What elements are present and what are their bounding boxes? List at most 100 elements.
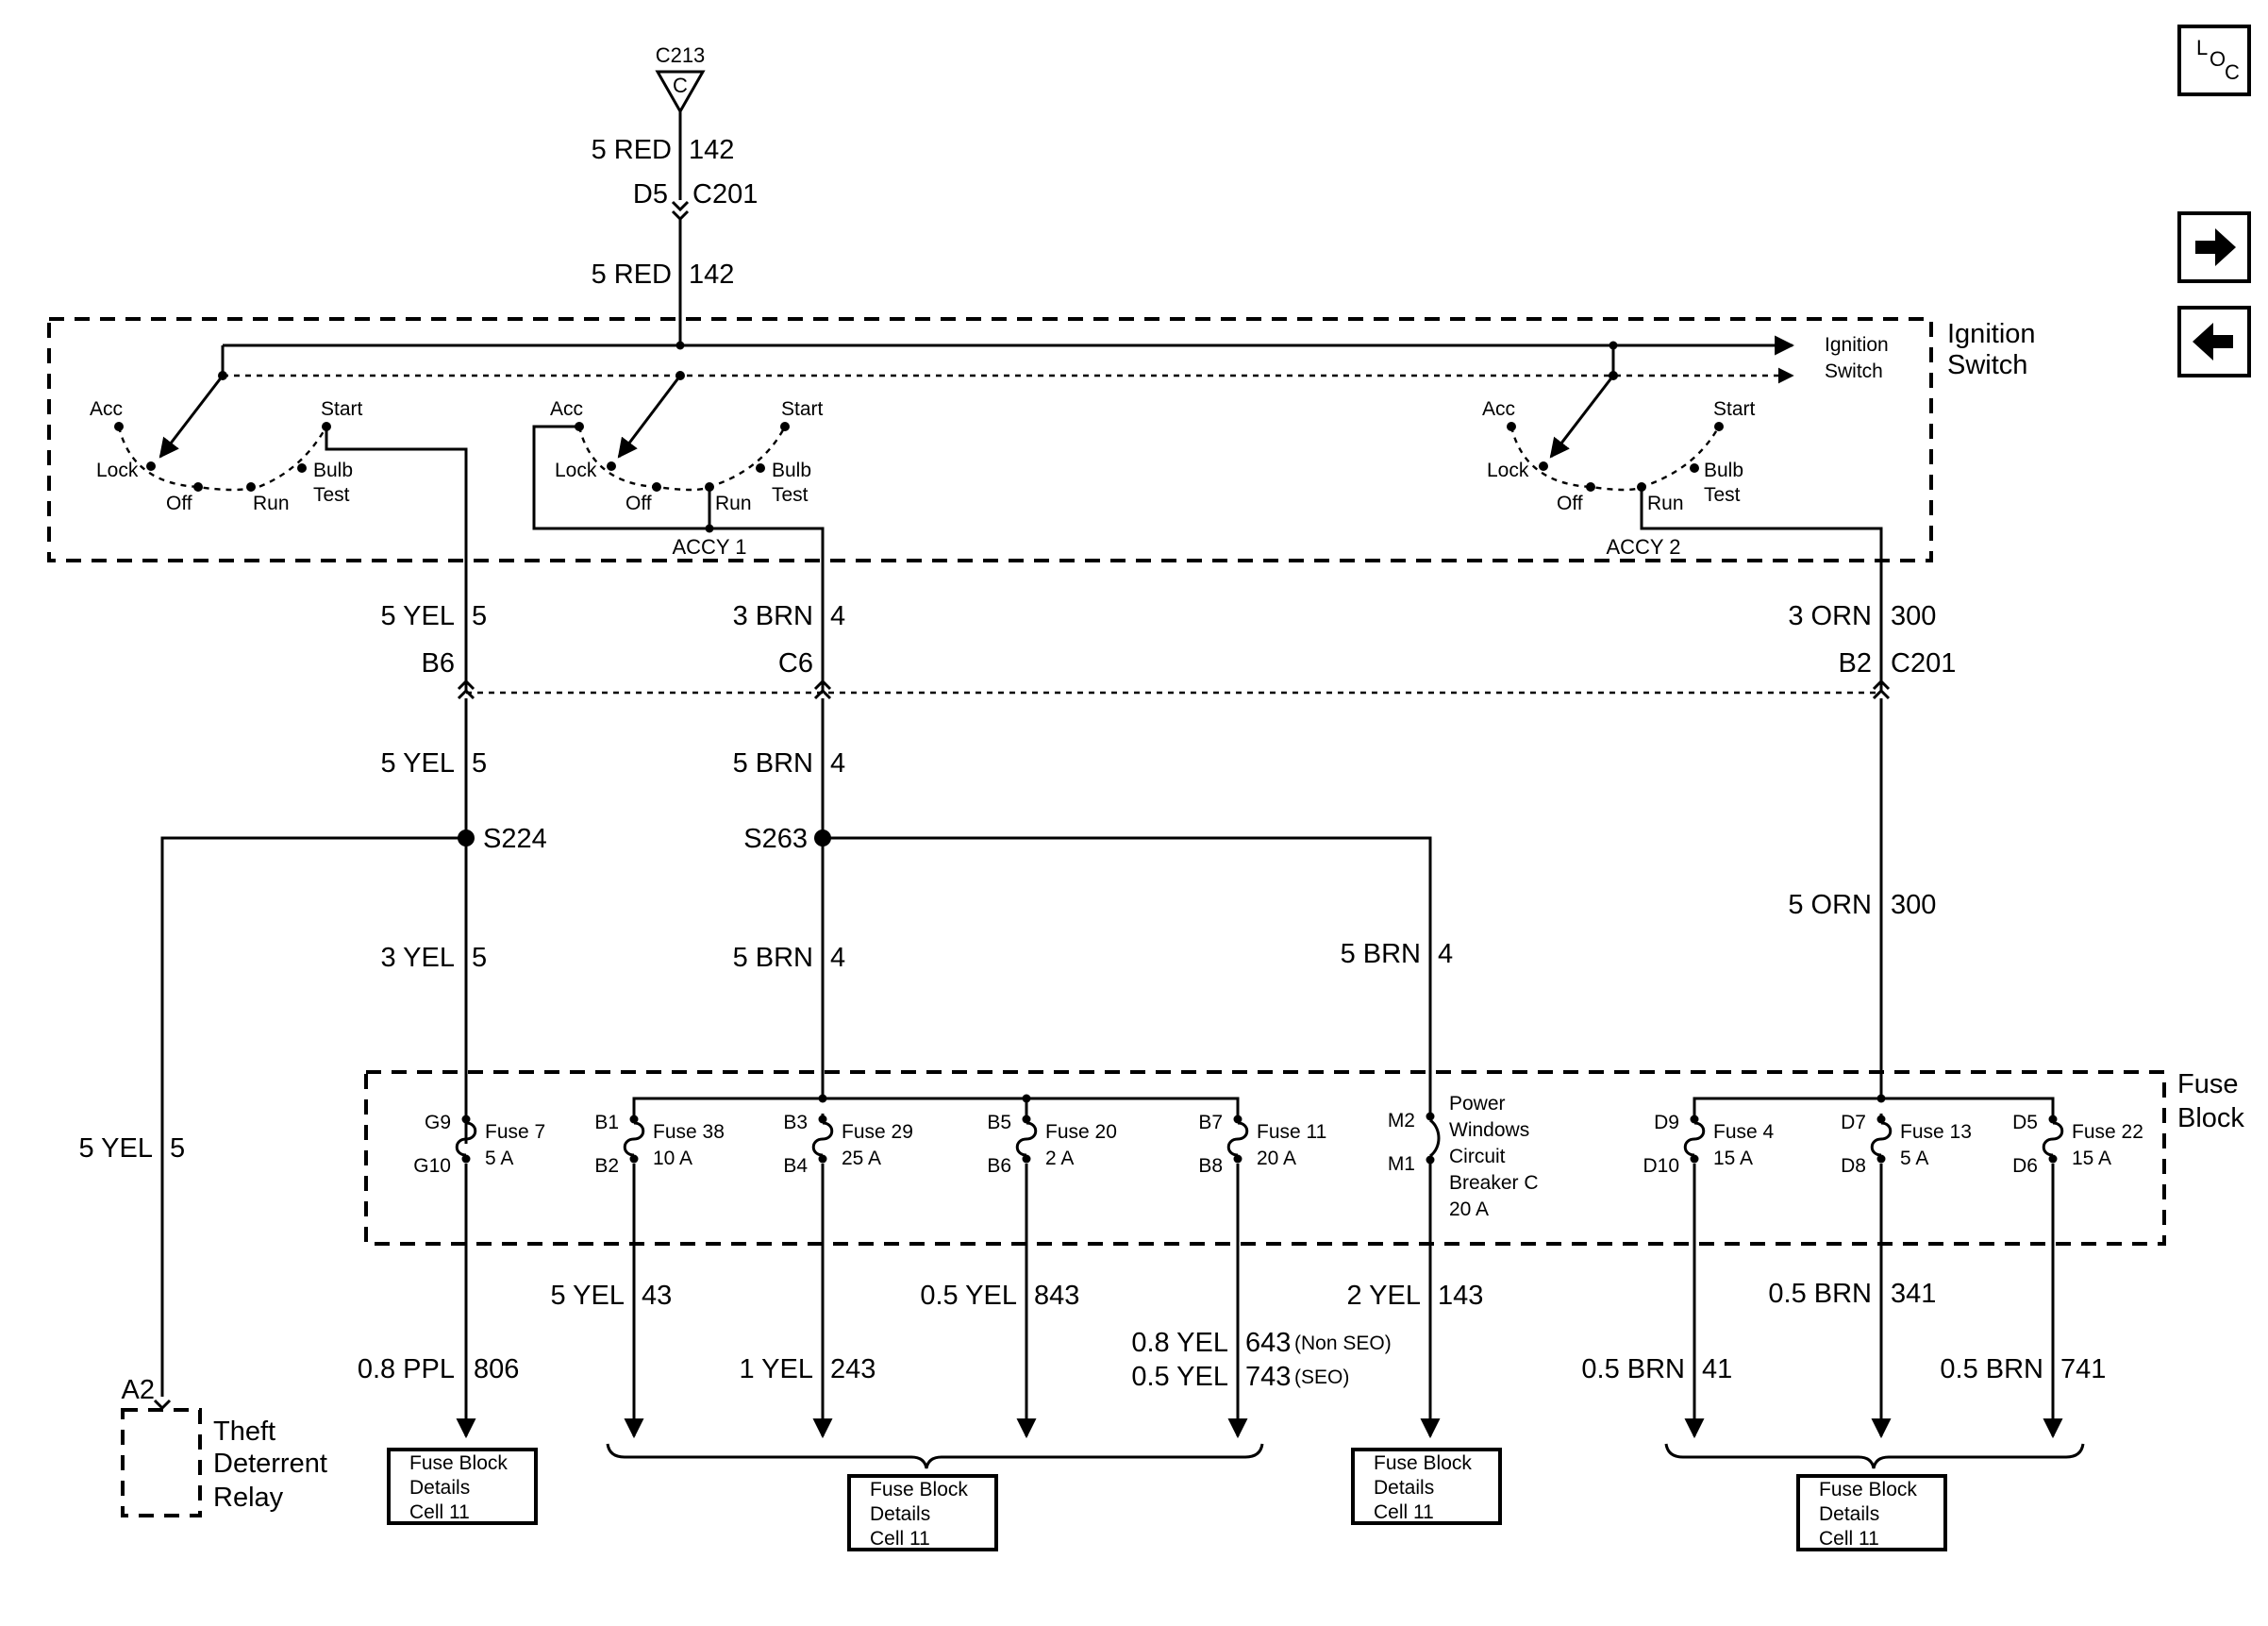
orn-feed-circuit: 300 — [1891, 890, 1936, 920]
feed-wire-upper-color: 5 RED — [592, 135, 672, 165]
accy1-output-wire — [709, 527, 825, 691]
yel43-color: 5 YEL — [551, 1281, 625, 1311]
ref-box-outline — [1351, 1448, 1502, 1525]
brn741-circuit: 741 — [2060, 1354, 2106, 1384]
yel243-color: 1 YEL — [740, 1354, 813, 1384]
breaker-label-2: Windows — [1449, 1119, 1529, 1141]
mid-c201-pin: C6 — [778, 648, 813, 679]
location-button[interactable]: L O C — [2177, 25, 2251, 96]
fuse-symbol-icon — [623, 1121, 645, 1157]
yel743-circuit: 743 — [1245, 1362, 1291, 1392]
power-windows-feed — [823, 836, 1432, 1114]
fuse-symbol-icon — [1683, 1121, 1706, 1157]
yel643-color: 0.8 YEL — [1131, 1328, 1228, 1358]
yel143-circuit: 143 — [1438, 1281, 1483, 1311]
fuse-out-pin: D10 — [1643, 1155, 1679, 1177]
feed-connector: C201 — [692, 179, 758, 210]
feed-pin: D5 — [633, 179, 668, 210]
fuse-terminal-out — [1876, 1154, 1886, 1164]
ref-box-line1: Fuse Block — [1374, 1452, 1472, 1474]
breaker-out-pin: M1 — [1388, 1153, 1415, 1175]
ignition-switch: Ignition Switch Ignition Switch Acc Star… — [47, 317, 2036, 691]
fuse-rating: 15 A — [2072, 1148, 2111, 1169]
theft-relay-label-3: Relay — [213, 1483, 284, 1513]
theft-relay-feed — [160, 836, 466, 1397]
back-button[interactable] — [2177, 306, 2251, 377]
breaker-label-1: Power — [1449, 1093, 1506, 1115]
s263-label: S263 — [743, 824, 808, 854]
s263-branch-color: 5 BRN — [1341, 939, 1421, 969]
mid-bulb-label: Bulb — [772, 460, 811, 481]
brace-right-group — [1664, 1443, 2085, 1469]
theft-relay-outline — [121, 1408, 202, 1517]
right-c201-pin: B2 — [1839, 648, 1872, 679]
arrow-right-icon — [2195, 228, 2236, 266]
right-wire-circuit: 300 — [1891, 601, 1936, 631]
start-output-wire — [325, 427, 468, 691]
accy1-label: ACCY 1 — [672, 535, 746, 559]
ref-box-right-group[interactable]: Fuse Block Details Cell 11 — [1796, 1474, 1947, 1551]
power-windows-breaker: M2 M1 Power Windows Circuit Breaker C 20… — [1388, 1093, 1539, 1220]
ref-box-143[interactable]: Fuse Block Details Cell 11 — [1351, 1448, 1502, 1525]
fuse-terminal-out — [2048, 1154, 2058, 1164]
fuse-rating: 5 A — [485, 1148, 513, 1169]
fuse-block: Fuse Block — [364, 1069, 2244, 1246]
fuse-rating: 20 A — [1257, 1148, 1296, 1169]
s224-label: S224 — [483, 824, 547, 854]
theft-relay-connector-icon — [153, 1399, 172, 1411]
fuse-terminal-in — [1876, 1115, 1886, 1124]
fuse-out-pin: B6 — [987, 1155, 1011, 1177]
left-lock-label: Lock — [96, 460, 139, 481]
ref-box-outline — [847, 1474, 998, 1551]
ignition-arrow-label-1: Ignition — [1825, 334, 1889, 356]
theft-relay-label-1: Theft — [213, 1416, 275, 1447]
right-start-label: Start — [1713, 398, 1756, 420]
left-bulb-label: Bulb — [313, 460, 353, 481]
s224-above-circuit: 5 — [472, 748, 487, 779]
forward-button[interactable] — [2177, 211, 2251, 283]
ref-box-mid-group[interactable]: Fuse Block Details Cell 11 — [847, 1474, 998, 1551]
breaker-in-pin: M2 — [1388, 1110, 1415, 1131]
fuse-in-pin: D9 — [1654, 1112, 1679, 1133]
fuse-in-pin: B7 — [1198, 1112, 1223, 1133]
ref-box-line3: Cell 11 — [409, 1501, 470, 1523]
s263-below-color: 5 BRN — [733, 943, 813, 973]
ignition-switch-outline — [47, 317, 1933, 562]
feed-wire-lower-color: 5 RED — [592, 260, 672, 290]
fuse-symbol-icon — [811, 1121, 834, 1157]
fuse-terminal-out — [1690, 1154, 1699, 1164]
fuse-symbol-icon — [455, 1121, 477, 1157]
bus-junction-feed — [675, 341, 685, 350]
fuse-in-pin: D7 — [1841, 1112, 1866, 1133]
right-lock-label: Lock — [1487, 460, 1529, 481]
feed-wire-upper-circuit: 142 — [689, 135, 734, 165]
theft-deterrent-relay: 5 YEL 5 A2 Theft Deterrent Relay — [79, 1133, 327, 1517]
ref-box-line2: Details — [870, 1503, 930, 1525]
mid-lock-label: Lock — [555, 460, 597, 481]
fuse-in-pin: G9 — [425, 1112, 451, 1133]
fuse-in-pin: B5 — [987, 1112, 1011, 1133]
mid-switch-blade — [617, 375, 682, 459]
fuse-out-pin: D6 — [2012, 1155, 2038, 1177]
yel843-color: 0.5 YEL — [920, 1281, 1017, 1311]
fuse-block-title-2: Block — [2177, 1103, 2244, 1133]
arrow-left-icon — [2193, 323, 2233, 360]
orn-feed-color: 5 ORN — [1788, 890, 1872, 920]
fuse-terminal-out — [629, 1154, 639, 1164]
right-bulb-label: Bulb — [1704, 460, 1743, 481]
fuse-out-pin: B2 — [594, 1155, 619, 1177]
ref-box-line1: Fuse Block — [1819, 1479, 1917, 1500]
theft-relay-wire-color: 5 YEL — [79, 1133, 153, 1164]
s263-above-color: 5 BRN — [733, 748, 813, 779]
left-switch-blade — [158, 375, 225, 459]
ref-box-806[interactable]: Fuse Block Details Cell 11 — [387, 1448, 538, 1525]
loc-icon-o: O — [2210, 47, 2226, 71]
right-switch-blade — [1549, 375, 1615, 459]
c213-pin: C — [673, 74, 688, 97]
fuse-rating: 15 A — [1713, 1148, 1753, 1169]
